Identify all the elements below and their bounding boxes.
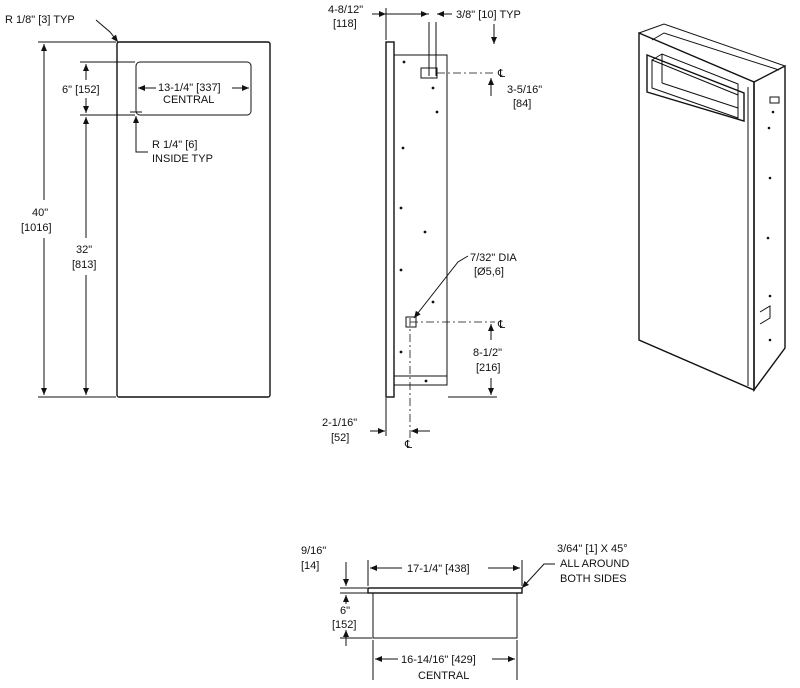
iso-opening-floor bbox=[661, 82, 739, 109]
bottom-mount-mm: [216] bbox=[476, 362, 500, 374]
iso-rivet bbox=[768, 176, 772, 180]
total-height-mm: [1016] bbox=[21, 222, 52, 234]
iso-rivet bbox=[771, 110, 775, 114]
chamfer-line2: ALL AROUND bbox=[560, 558, 629, 570]
side-rivet bbox=[399, 350, 403, 354]
hole-dia-in: 7/32" DIA bbox=[470, 252, 517, 264]
inside-radius-leader bbox=[133, 116, 148, 153]
plan-flange-in: 9/16" bbox=[301, 545, 326, 557]
opening-width-note: CENTRAL bbox=[163, 94, 214, 106]
iso-rivet bbox=[767, 126, 771, 130]
side-body bbox=[393, 54, 448, 386]
side-depth-in: 4-8/12" bbox=[328, 4, 363, 16]
iso-front-face bbox=[638, 31, 755, 392]
side-view: 4-8/12" [118] 3/8" [10] TYP ℄ 3-5/16" [8… bbox=[322, 4, 542, 451]
plan-inner-note: CENTRAL bbox=[418, 670, 469, 682]
plan-flange bbox=[367, 587, 523, 594]
corner-radius-label: R 1/8" [3] TYP bbox=[5, 14, 75, 26]
iso-rivet bbox=[766, 236, 770, 240]
front-view: R 1/8" [3] TYP 40" [1016] 32" [813] 6" [… bbox=[5, 14, 271, 398]
corner-radius-leader bbox=[95, 19, 119, 43]
bottom-mount-in: 8-1/2" bbox=[473, 347, 502, 359]
iso-top-inner bbox=[651, 32, 780, 71]
side-rivet bbox=[424, 379, 428, 383]
chamfer-line3: BOTH SIDES bbox=[560, 573, 627, 585]
plan-body bbox=[372, 592, 518, 639]
iso-top-slot bbox=[769, 96, 780, 104]
iso-opening-outer bbox=[646, 53, 745, 122]
hole-dia-mm: [Ø5,6] bbox=[474, 266, 504, 278]
plan-outer-width: 17-1/4" [438] bbox=[407, 563, 470, 575]
side-flange bbox=[385, 41, 395, 398]
bottom-cl-symbol: ℄ bbox=[497, 319, 505, 331]
iso-opening-depth bbox=[651, 53, 739, 95]
inside-radius-label: R 1/4" [6] bbox=[152, 139, 197, 151]
plan-depth-mm: [152] bbox=[332, 619, 356, 631]
top-mount-mm: [84] bbox=[513, 98, 531, 110]
side-rivet bbox=[431, 86, 435, 90]
top-cl-symbol: ℄ bbox=[497, 68, 505, 80]
plan-inner-width: 16-14/16" [429] bbox=[401, 654, 476, 666]
chamfer-leader bbox=[521, 563, 555, 589]
side-rivet bbox=[435, 110, 439, 114]
side-depth-mm: [118] bbox=[333, 18, 357, 30]
iso-top-edge bbox=[638, 23, 786, 67]
side-rivet bbox=[402, 60, 406, 64]
iso-bottom-slot bbox=[759, 305, 771, 325]
iso-side-face bbox=[753, 64, 786, 393]
lower-height-in: 32" bbox=[76, 244, 92, 256]
opening-width-label: 13-1/4" [337] bbox=[158, 82, 221, 94]
plan-flange-mm: [14] bbox=[301, 560, 319, 572]
offset-mm: [52] bbox=[331, 432, 349, 444]
hole-dia-leader bbox=[413, 255, 469, 319]
side-rivet bbox=[399, 206, 403, 210]
side-rivet bbox=[423, 230, 427, 234]
plan-view: 17-1/4" [438] 3/64" [1] X 45° ALL AROUND… bbox=[301, 543, 629, 682]
top-mount-in: 3-5/16" bbox=[507, 84, 542, 96]
offset-in: 2-1/16" bbox=[322, 417, 357, 429]
side-rivet bbox=[399, 268, 403, 272]
isometric-view bbox=[638, 23, 786, 393]
chamfer-line1: 3/64" [1] X 45° bbox=[557, 543, 628, 555]
opening-height-label: 6" [152] bbox=[62, 84, 100, 96]
inside-radius-note: INSIDE TYP bbox=[152, 153, 213, 165]
iso-rivet bbox=[768, 338, 772, 342]
front-opening bbox=[135, 61, 252, 116]
side-rivet bbox=[431, 300, 435, 304]
flange-label: 3/8" [10] TYP bbox=[456, 9, 521, 21]
iso-opening-inner bbox=[651, 59, 739, 119]
plan-depth-in: 6" bbox=[340, 605, 350, 617]
iso-rivet bbox=[768, 294, 772, 298]
lower-height-mm: [813] bbox=[72, 259, 96, 271]
vertical-cl-symbol: ℄ bbox=[404, 439, 412, 451]
total-height-in: 40" bbox=[32, 207, 48, 219]
front-panel-outline bbox=[116, 41, 271, 398]
side-rivet bbox=[401, 146, 405, 150]
